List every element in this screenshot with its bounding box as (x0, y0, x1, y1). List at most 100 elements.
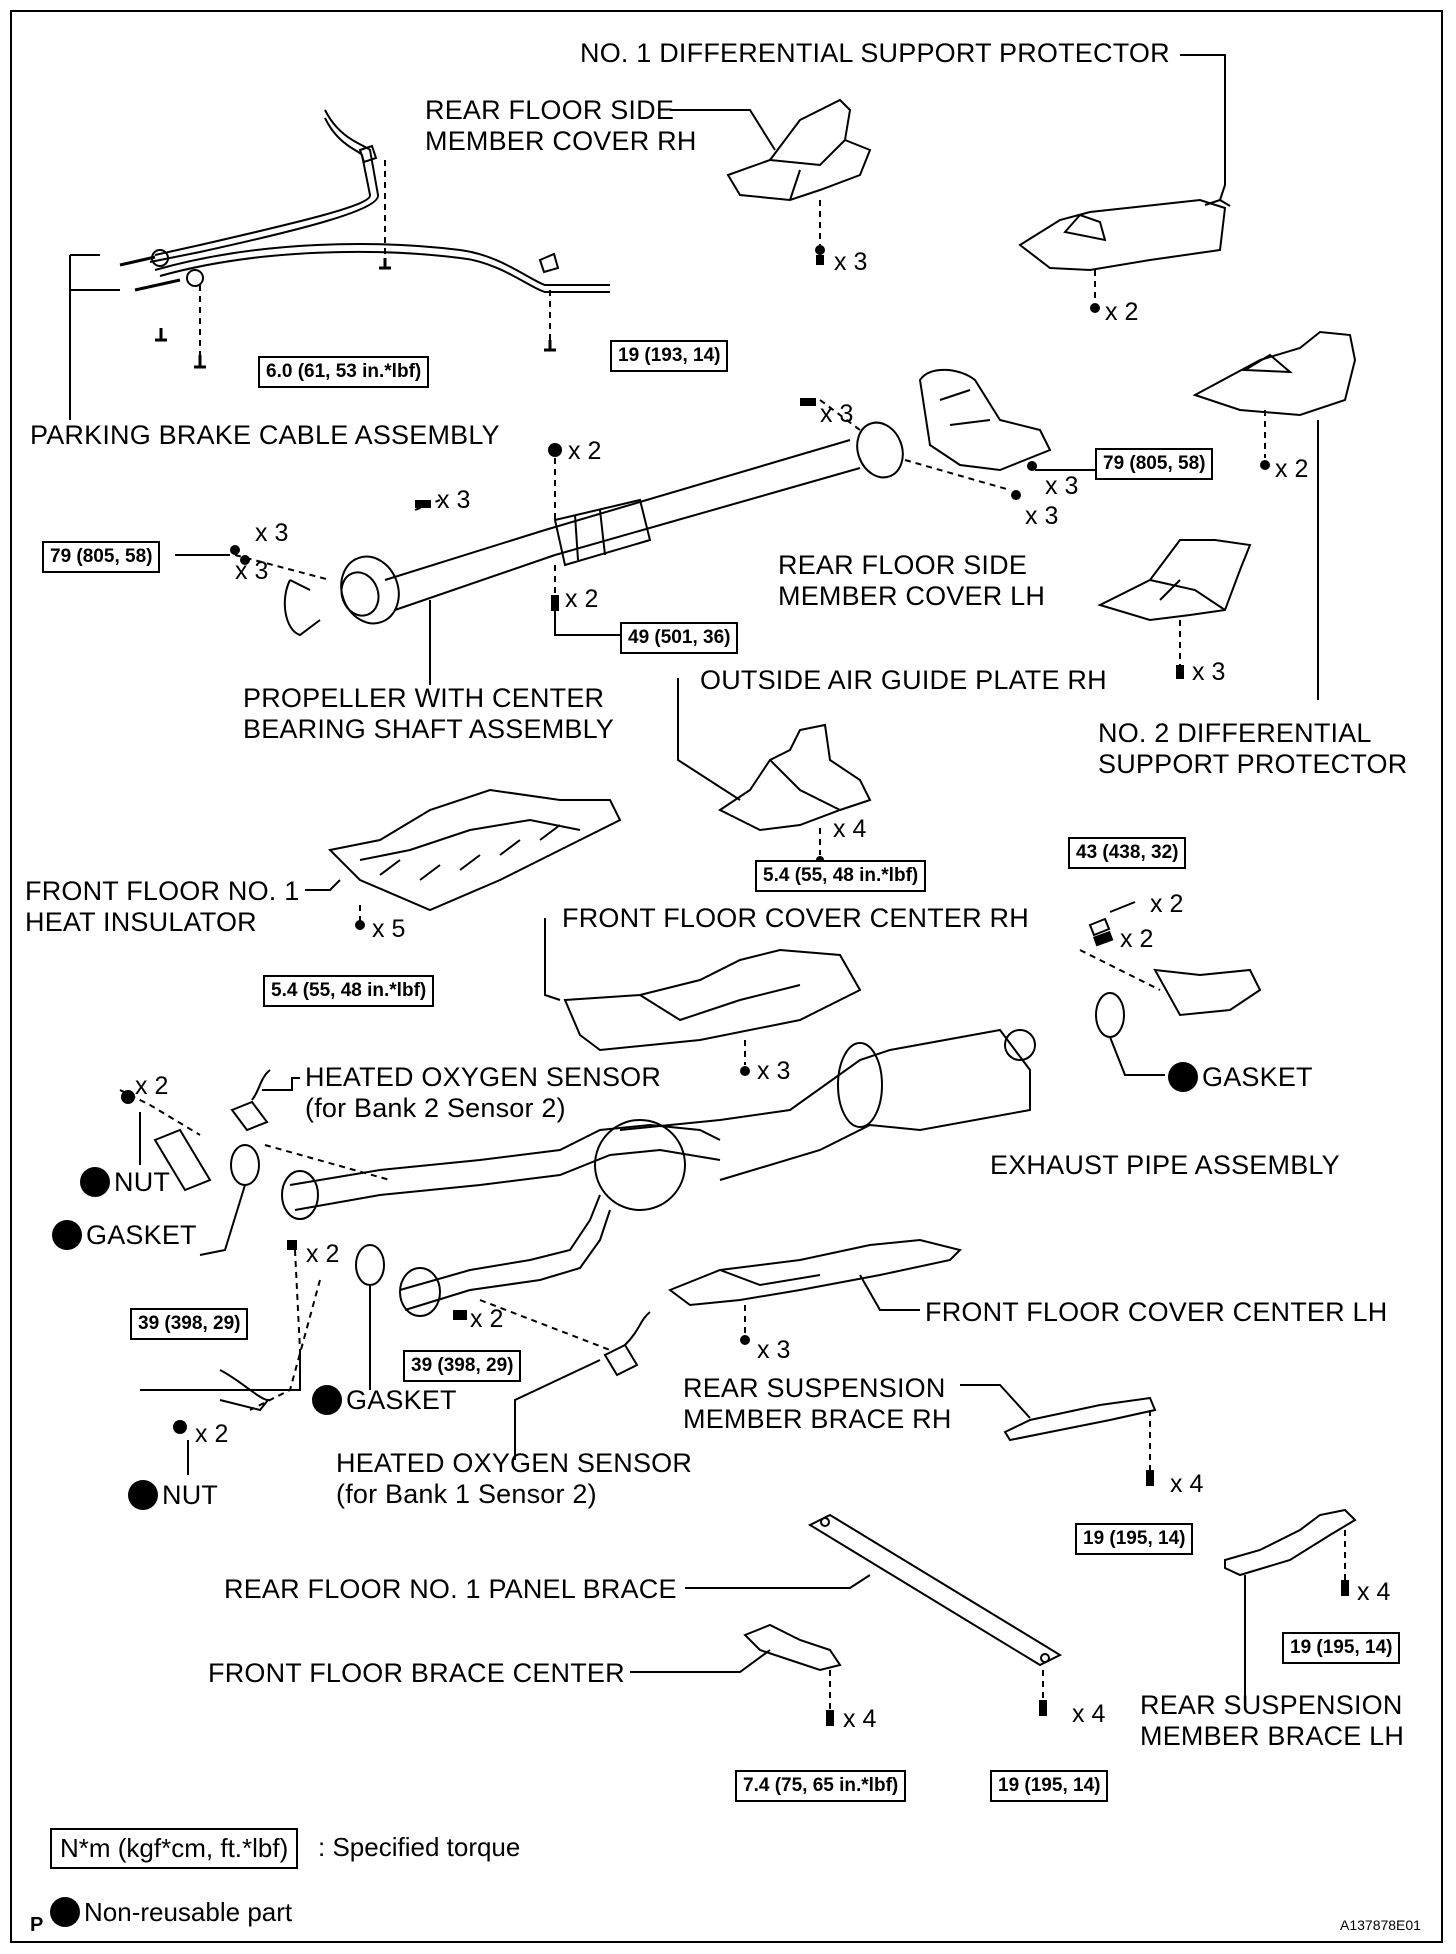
qty-diff2: x 2 (1275, 455, 1309, 483)
legend-nonreusable-text: Non-reusable part (84, 1897, 293, 1927)
air-guide-shape (718, 723, 872, 832)
propeller-shaft-shape (283, 421, 904, 637)
qty-nut-bot: x 2 (195, 1420, 229, 1448)
differential-shape (918, 368, 1052, 472)
torque-parking-cable: 19 (193, 14) (610, 340, 729, 372)
fastener-glyphs (121, 245, 1349, 1726)
label-diff-protector-2: NO. 2 DIFFERENTIAL SUPPORT PROTECTOR (1098, 718, 1408, 779)
spring-bolt-shape (1088, 901, 1136, 937)
parking-brake-cables (119, 109, 610, 293)
qty-front-nut1: x 3 (255, 519, 289, 547)
label-propeller-shaft: PROPELLER WITH CENTER BEARING SHAFT ASSE… (243, 683, 615, 744)
label-diff-protector-1: NO. 1 DIFFERENTIAL SUPPORT PROTECTOR (580, 38, 1170, 68)
qty-center-bot: x 2 (565, 585, 599, 613)
qty-spring-bolt: x 2 (1150, 890, 1184, 918)
label-rear-susp-rh: REAR SUSPENSION MEMBER BRACE RH (683, 1373, 952, 1434)
nonreusable-dot (80, 1166, 110, 1197)
qty-nut-top: x 2 (135, 1072, 169, 1100)
nut-lower-text: NUT (162, 1480, 219, 1510)
qty-susp-lh: x 4 (1357, 1578, 1391, 1606)
ho2s-bank1-shape (603, 1311, 651, 1377)
gasket-left-text: GASKET (86, 1220, 197, 1250)
rear-cover-rh-shape (726, 98, 872, 202)
qty-front-lh: x 3 (757, 1336, 791, 1364)
label-ho2s-bank1: HEATED OXYGEN SENSOR (for Bank 1 Sensor … (336, 1448, 693, 1509)
corner-code-right: A137878E01 (1340, 1917, 1421, 1933)
label-nut-upper: NUT (80, 1166, 171, 1199)
torque-insulator: 5.4 (55, 48 in.*lbf) (263, 975, 435, 1007)
label-gasket-right: GASKET (1168, 1061, 1313, 1094)
nonreusable-dot (50, 1897, 80, 1928)
label-front-cover-rh: FRONT FLOOR COVER CENTER RH (562, 903, 1029, 933)
panel-brace-shape (807, 1513, 1063, 1667)
nonreusable-dot (312, 1384, 342, 1415)
qty-rh-cover: x 3 (834, 248, 868, 276)
brace-center-shape (743, 1623, 842, 1672)
label-ho2s-bank2: HEATED OXYGEN SENSOR (for Bank 2 Sensor … (305, 1062, 662, 1123)
label-nut-lower: NUT (128, 1479, 219, 1512)
nut-upper-text: NUT (114, 1167, 171, 1197)
torque-susp-lh: 19 (195, 14) (1282, 1632, 1401, 1664)
rear-cover-lh-shape (1097, 539, 1252, 622)
torque-rear-flange: 79 (805, 58) (1095, 448, 1214, 480)
qty-bolt-mid: x 2 (470, 1305, 504, 1333)
gasket-right-text: GASKET (1202, 1062, 1313, 1092)
label-outside-air-guide: OUTSIDE AIR GUIDE PLATE RH (700, 665, 1107, 695)
torque-parking-bracket: 6.0 (61, 53 in.*lbf) (258, 356, 430, 388)
label-parking-brake-cable: PARKING BRAKE CABLE ASSEMBLY (30, 420, 500, 450)
nonreusable-dot (1168, 1061, 1198, 1092)
nonreusable-dot (52, 1219, 82, 1250)
heat-insulator-shape (327, 788, 622, 912)
diff-protector-2-shape (1192, 330, 1357, 417)
front-cover-lh-shape (667, 1238, 962, 1307)
nonreusable-dot (128, 1479, 158, 1510)
label-rear-susp-lh: REAR SUSPENSION MEMBER BRACE LH (1140, 1690, 1405, 1751)
qty-insulator: x 5 (372, 915, 406, 943)
qty-rear-nut2: x 3 (1025, 502, 1059, 530)
label-front-cover-lh: FRONT FLOOR COVER CENTER LH (925, 1297, 1388, 1327)
parking-brake-bolts (199, 160, 551, 355)
ho2s-bank2-shape (230, 1069, 271, 1132)
qty-susp-rh: x 4 (1170, 1470, 1204, 1498)
diff-protector-1-shape (1018, 198, 1231, 272)
legend-nonreusable: Non-reusable part (50, 1897, 292, 1929)
rear-susp-lh-shape (1224, 1508, 1357, 1577)
label-gasket-left: GASKET (52, 1219, 197, 1252)
torque-susp-rh: 19 (195, 14) (1075, 1523, 1194, 1555)
label-brace-center: FRONT FLOOR BRACE CENTER (208, 1658, 625, 1688)
torque-center-bearing: 49 (501, 36) (620, 622, 739, 654)
torque-brace-center: 7.4 (75, 65 in.*lbf) (735, 1770, 907, 1802)
qty-air-guide: x 4 (833, 815, 867, 843)
torque-bolt-left: 39 (398, 29) (130, 1308, 249, 1340)
legend-torque-desc: : Specified torque (318, 1832, 521, 1862)
qty-brace-center: x 4 (843, 1705, 877, 1733)
torque-air-guide: 5.4 (55, 48 in.*lbf) (755, 860, 927, 892)
qty-bolt-left: x 2 (306, 1240, 340, 1268)
qty-center-top: x 2 (568, 437, 602, 465)
label-panel-brace: REAR FLOOR NO. 1 PANEL BRACE (224, 1574, 677, 1604)
qty-diff1: x 2 (1105, 298, 1139, 326)
label-exhaust-pipe: EXHAUST PIPE ASSEMBLY (990, 1150, 1340, 1180)
qty-rear-nut1: x 3 (1045, 472, 1079, 500)
gasket-ring-right (1095, 992, 1125, 1038)
gasket-ring-left (230, 1144, 260, 1186)
qty-panel-brace: x 4 (1072, 1700, 1106, 1728)
label-rear-cover-rh: REAR FLOOR SIDE MEMBER COVER RH (425, 95, 697, 156)
torque-spring-bolt: 43 (438, 32) (1068, 837, 1187, 869)
label-rear-cover-lh: REAR FLOOR SIDE MEMBER COVER LH (778, 550, 1046, 611)
corner-code-left: P (30, 1914, 44, 1936)
qty-front-rh: x 3 (757, 1057, 791, 1085)
torque-bolt-mid: 39 (398, 29) (403, 1350, 522, 1382)
exhaust-pipe-shape (281, 1028, 1036, 1317)
gasket-ring-lower (355, 1244, 385, 1286)
label-front-heat-insulator: FRONT FLOOR NO. 1 HEAT INSULATOR (25, 876, 300, 937)
torque-front-flange: 79 (805, 58) (42, 541, 161, 573)
qty-prop-bolt: x 3 (437, 486, 471, 514)
torque-panel-brace: 19 (195, 14) (990, 1770, 1109, 1802)
qty-front-nut2: x 3 (235, 557, 269, 585)
legend-torque-unit: N*m (kgf*cm, ft.*lbf) (50, 1828, 299, 1869)
diagram-frame (10, 10, 1443, 1943)
label-gasket-lower: GASKET (312, 1384, 457, 1417)
gasket-lower-text: GASKET (346, 1385, 457, 1415)
